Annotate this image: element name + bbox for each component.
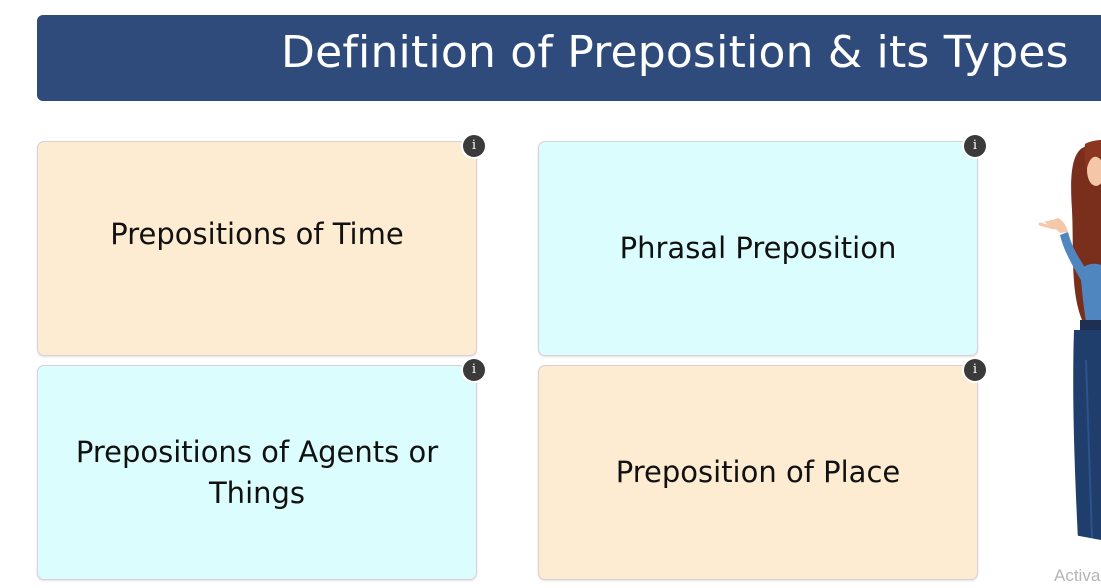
info-icon[interactable]: i [964,135,986,157]
info-icon[interactable]: i [964,359,986,381]
teacher-character-illustration [1030,140,1101,560]
activation-watermark: Activa [1054,566,1101,585]
title-banner: Definition of Preposition & its Types [37,15,1101,101]
card-preposition-of-place[interactable]: Preposition of Place [538,365,978,580]
card-prepositions-of-agents-or-things[interactable]: Prepositions of Agents or Things [37,365,477,580]
card-label: Prepositions of Agents or Things [75,434,439,510]
card-label: Prepositions of Time [110,217,404,251]
card-prepositions-of-time[interactable]: Prepositions of Time [37,141,477,356]
slide-title: Definition of Preposition & its Types [281,27,1069,78]
teacher-character-icon [1038,140,1101,558]
card-phrasal-preposition[interactable]: Phrasal Preposition [538,141,978,356]
card-label: Phrasal Preposition [619,231,897,265]
info-icon[interactable]: i [463,135,485,157]
info-icon[interactable]: i [463,359,485,381]
card-label: Preposition of Place [615,455,901,489]
